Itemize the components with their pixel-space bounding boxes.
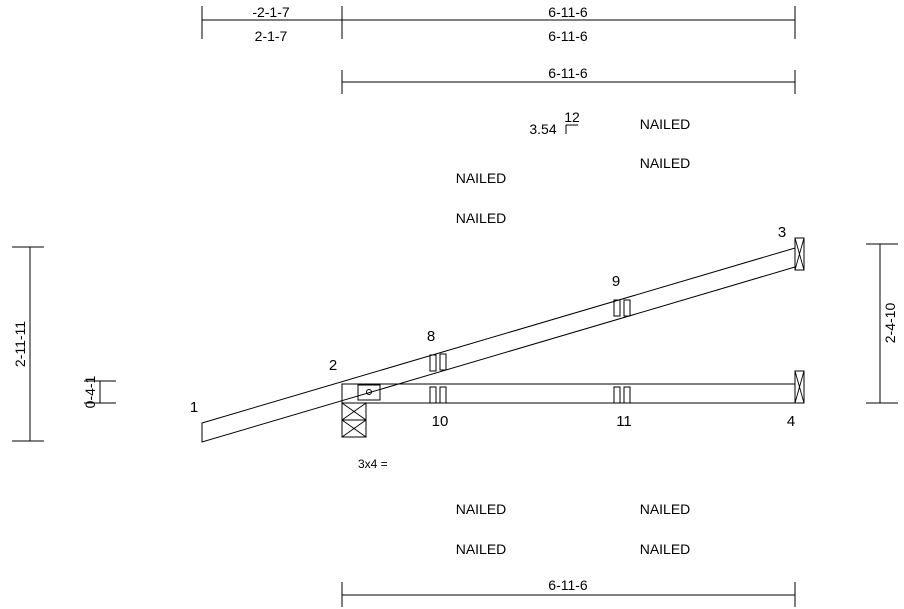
node-label-10: 10 [432,413,449,430]
overhang-dimension-upper: -2-1-7 [252,4,290,20]
right-height-label: 2-4-10 [882,303,898,344]
node-label-2: 2 [329,357,337,374]
node-label-1: 1 [190,399,198,416]
bottom-dimension: 6-11-6 [341,577,796,607]
left-heel-height-dimension: 0-4-1 [82,375,116,408]
bottom-span-dimension: 6-11-6 [548,577,588,593]
nailed-label: NAILED [640,155,691,171]
left-total-height-label: 2-11-11 [12,321,28,367]
pitch-run: 12 [564,109,580,125]
right-top-bearing [794,237,805,271]
bottom-chord [341,383,796,404]
nailed-label: NAILED [456,170,507,186]
right-height-dimension: 2-4-10 [866,243,898,404]
span-dimension-upper: 6-11-6 [548,4,588,20]
node-label-4: 4 [787,413,795,430]
span-dimension-second-row: 6-11-6 [548,65,588,81]
top-dimension-row-1: -2-1-7 6-11-6 2-1-7 6-11-6 [201,4,796,44]
plate-label: 3x4 = [358,457,388,471]
nail-marker-10 [429,386,447,404]
pitch-rise: 3.54 [529,121,556,137]
node-label-11: 11 [616,413,632,430]
nailed-label: NAILED [640,116,691,132]
span-dimension-lower: 6-11-6 [548,28,588,44]
top-dimension-row-2: 6-11-6 [341,65,796,94]
left-heel-height-label: 0-4-1 [82,375,98,408]
nailed-label: NAILED [456,501,507,517]
node-label-8: 8 [427,328,435,345]
nailed-label: NAILED [456,541,507,557]
pitch-symbol: 3.54 12 [529,109,580,137]
left-total-height-dimension: 2-11-11 [12,246,44,442]
left-bearing-support [341,402,367,438]
overhang-dimension-lower: 2-1-7 [255,28,288,44]
connector-plate [357,384,381,401]
node-label-3: 3 [778,224,786,241]
nailed-label: NAILED [640,501,691,517]
nailed-label: NAILED [456,210,507,226]
nail-marker-11 [613,386,631,404]
right-bottom-bearing [794,370,805,404]
nail-marker-9 [613,299,631,317]
nailed-label: NAILED [640,541,691,557]
nail-marker-8 [429,353,447,372]
node-label-9: 9 [612,273,620,290]
top-chord [201,247,796,443]
